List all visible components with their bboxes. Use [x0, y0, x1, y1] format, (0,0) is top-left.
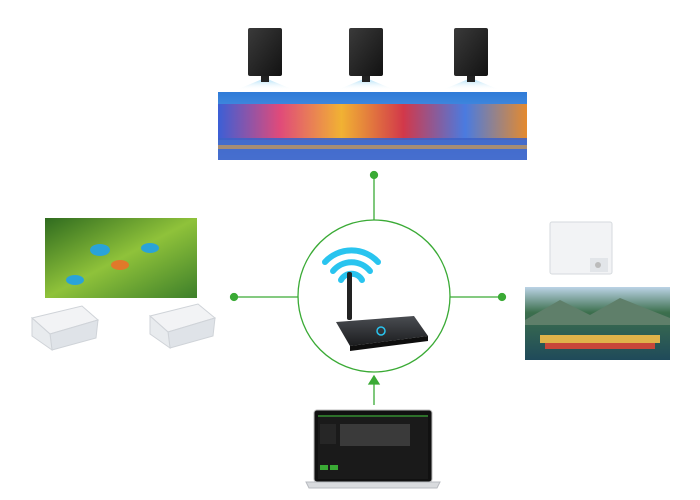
- router-hub[interactable]: [297, 219, 451, 373]
- dot-top: [369, 170, 379, 180]
- dot-left: [229, 292, 239, 302]
- arrow-up-icon: [367, 374, 381, 385]
- power-icon: [376, 326, 386, 336]
- panorama-image: [218, 92, 527, 160]
- laptop-icon: [305, 409, 441, 489]
- connector-lines: [229, 170, 507, 405]
- left-projection-group: [30, 218, 217, 352]
- birds-image: [45, 218, 197, 298]
- lake-boats-image: [525, 287, 670, 360]
- projector-icon: [148, 303, 217, 350]
- top-projection-group: [218, 28, 527, 160]
- dot-right: [497, 292, 507, 302]
- right-projection-group: [525, 221, 670, 360]
- projector-icon: [442, 28, 500, 90]
- router-icon: [336, 272, 428, 351]
- projector-icon: [337, 28, 395, 90]
- projector-icon: [549, 221, 613, 275]
- projector-icon: [30, 305, 100, 352]
- projector-icon: [236, 28, 294, 90]
